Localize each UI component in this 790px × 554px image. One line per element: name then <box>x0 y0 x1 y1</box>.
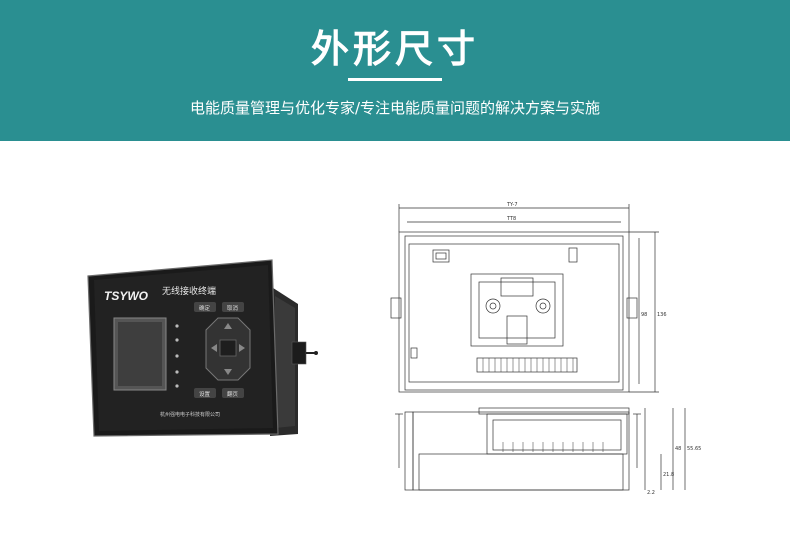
dpad-icon <box>205 317 251 381</box>
dim-side-4: 2.2 <box>647 490 655 496</box>
dim-top-inner: TT8 <box>506 216 516 222</box>
button-bottom-right-label: 翻页 <box>227 390 239 398</box>
terminal-strip <box>476 357 578 373</box>
panel-title: 无线接收终端 <box>162 285 216 297</box>
brand-logo: TSYWO <box>104 289 149 303</box>
button-bottom-left <box>194 388 216 398</box>
dim-right-1: 98 <box>641 312 647 318</box>
dim-right-2: 136 <box>657 312 667 318</box>
dim-side-1: 48 <box>675 446 681 452</box>
side-view-top <box>478 407 630 415</box>
front-outline <box>398 231 630 393</box>
button-top-left <box>194 302 216 312</box>
dim-side-2: 55.65 <box>687 446 701 452</box>
lcd-screen-icon <box>113 317 167 391</box>
page-subtitle: 电能质量管理与优化专家/专注电能质量问题的解决方案与实施 <box>189 99 601 117</box>
header-banner: 外形尺寸 电能质量管理与优化专家/专注电能质量问题的解决方案与实施 <box>0 0 790 141</box>
button-bottom-left-label: 设置 <box>199 390 211 398</box>
dim-top-overall: TY-7 <box>506 202 518 208</box>
company-name: 杭州强电电子科技有限公司 <box>160 411 220 418</box>
button-bottom-right <box>222 388 244 398</box>
button-top-left-label: 确定 <box>199 304 211 312</box>
mounting-rail <box>470 273 564 347</box>
button-top-right-label: 取消 <box>227 304 239 312</box>
title-underline <box>348 78 442 81</box>
dimension-drawing: TY-7 TT8 98 136 <box>390 202 701 496</box>
dim-side-3: 21.8 <box>663 472 674 478</box>
page-title: 外形尺寸 <box>310 27 479 71</box>
indicator-leds <box>175 324 179 388</box>
terminal-connector-icon <box>291 341 318 365</box>
device-photo: TSYWO 无线接收终端 确定 取消 设置 翻页 杭州强电电子科技有限公司 <box>87 259 318 437</box>
button-top-right <box>222 302 244 312</box>
